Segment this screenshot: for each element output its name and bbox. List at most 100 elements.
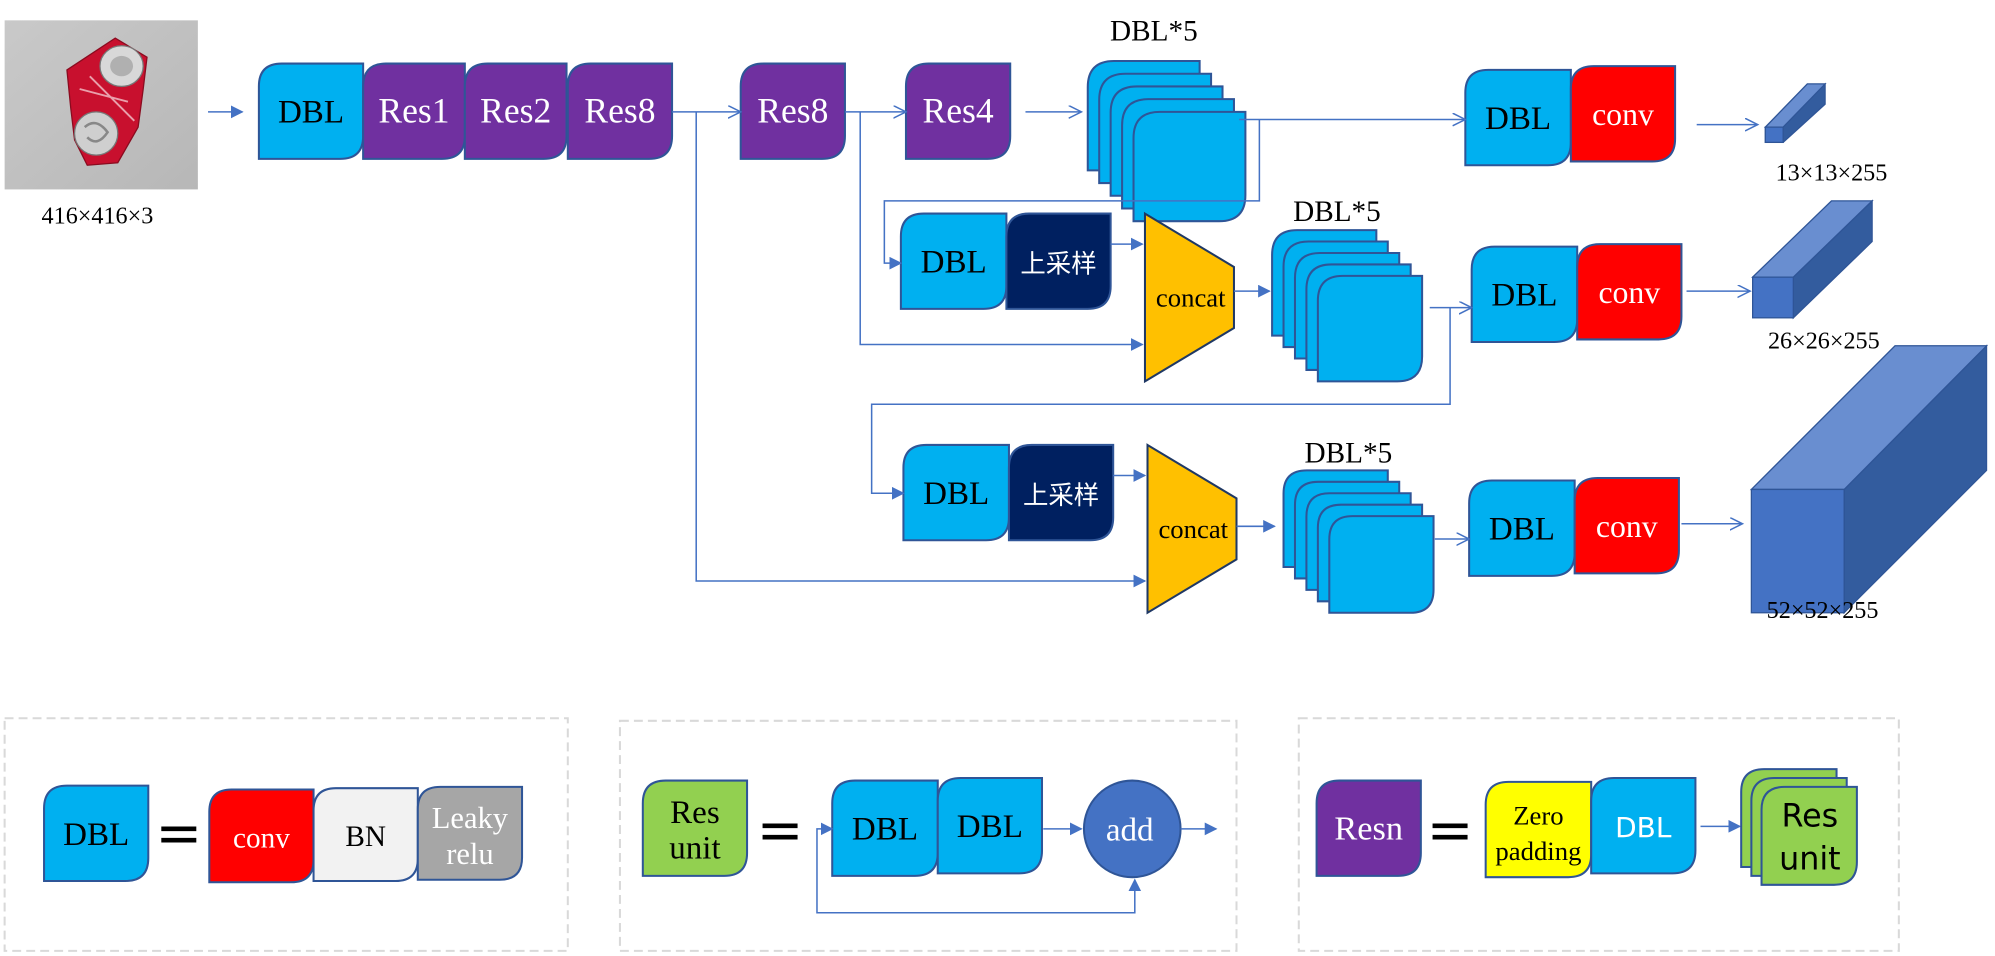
dbl5-stack-2-layer-5-shape <box>1316 274 1424 383</box>
branch1-conv-shape <box>1569 65 1677 163</box>
legend-resunit-stack-label: Res <box>1781 798 1838 834</box>
legend-leaky-relu-label: Leaky <box>432 801 509 835</box>
branch3-upsample-label: 上采样 <box>1023 480 1099 510</box>
output-cube-26 <box>1751 199 1874 320</box>
legend-edge <box>816 878 1142 914</box>
legend-resunit-stack-layer-3-shape <box>1760 785 1858 886</box>
legend-conv: conv <box>208 788 315 884</box>
crushed-can-icon <box>66 37 148 166</box>
branch2-conv-shape <box>1576 243 1683 341</box>
legend-bn-label: BN <box>345 821 386 853</box>
dbl5-label-2: DBL*5 <box>1293 196 1381 228</box>
dbl5-stack-1 <box>1086 60 1247 223</box>
dbl5-stack-3-layer-5 <box>1328 515 1435 614</box>
dbl5-stack-3-layer-5-shape <box>1328 515 1435 614</box>
branch3-dbl: DBL <box>1468 479 1576 577</box>
legend-resunit-label: Res <box>670 795 720 831</box>
output-label-52: 52×52×255 <box>1767 597 1879 624</box>
legend-resunit-dbl-2: DBL <box>936 777 1044 875</box>
branch1-conv: conv <box>1569 65 1677 163</box>
backbone-res8-a: Res8 <box>566 62 674 160</box>
legend-resunit-stack: Res unit <box>1740 768 1858 886</box>
backbone-res8-b-shape <box>739 62 846 160</box>
legend-add-node: add <box>1082 779 1182 879</box>
legend-resn-equals: = <box>1427 798 1474 863</box>
backbone-res2: Res2 <box>463 62 568 160</box>
branch3-conv-shape <box>1573 476 1680 575</box>
legend-leaky-relu-shape <box>416 785 524 881</box>
backbone-res4: Res4 <box>904 62 1012 160</box>
legend-add-label: add <box>1106 812 1154 848</box>
branch3-dbl-up: DBL <box>902 443 1010 542</box>
dbl5-stack-2-layer-5 <box>1316 274 1424 383</box>
branch3-upsample-shape <box>1007 443 1115 542</box>
output-label-13: 13×13×255 <box>1776 160 1888 187</box>
branch3-concat: concat <box>1146 443 1238 615</box>
edges <box>672 112 1758 588</box>
legend-bn: BN <box>312 787 419 883</box>
legend-resunit-stack-label: unit <box>1779 842 1841 878</box>
legend-resn-dbl-shape <box>1590 777 1697 875</box>
dbl5-label-1: DBL*5 <box>1110 16 1198 48</box>
legend-dbl: DBL <box>43 784 150 883</box>
legend-resunit-dbl-1: DBL <box>831 779 939 877</box>
legend-dbl-label: DBL <box>63 817 129 853</box>
backbone-res8-a-shape <box>566 62 674 160</box>
branch3-concat-label: concat <box>1158 514 1228 544</box>
legend-resunit-stack-layer-3: Res unit <box>1760 785 1858 886</box>
dbl5-stack-1-layer-5-shape <box>1132 110 1247 223</box>
backbone-res2-label: Res2 <box>480 91 551 131</box>
output-cube-52 <box>1749 344 1989 615</box>
branch2-dbl-up: DBL <box>899 212 1008 310</box>
legend-leaky-relu-label: relu <box>446 837 493 871</box>
legend-conv-label: conv <box>233 822 290 854</box>
branch2-dbl: DBL <box>1470 245 1579 343</box>
legend-resn-dbl-label: DBL <box>1615 811 1672 844</box>
dbl5-stack-3 <box>1282 469 1435 614</box>
dbl5-label-3: DBL*5 <box>1305 438 1393 470</box>
dbl5-stack-1-layer-5 <box>1132 110 1247 223</box>
branch2-concat: concat <box>1143 211 1235 384</box>
legend-zero-padding: Zero padding <box>1484 780 1593 879</box>
legend-resn-shape <box>1315 779 1422 877</box>
branch1-dbl: DBL <box>1464 68 1572 167</box>
legend-panel-dbl <box>3 717 569 952</box>
branch2-upsample: 上采样 <box>1005 212 1112 310</box>
output-cube-13 <box>1763 82 1827 144</box>
backbone-res8-b-label: Res8 <box>757 91 828 131</box>
branch2-upsample-shape <box>1005 212 1112 310</box>
legend-resunit-dbl-2-shape <box>936 777 1044 875</box>
backbone-res2-shape <box>463 62 568 160</box>
branch1-conv-label: conv <box>1592 97 1654 132</box>
backbone-res1: Res1 <box>362 62 466 160</box>
legend-resunit-dbl-2-label: DBL <box>957 809 1023 845</box>
legend-dbl-shape <box>43 784 150 883</box>
legend-resunit-equals: = <box>757 798 804 863</box>
backbone-dbl: DBL <box>257 62 365 160</box>
dbl5-stack-2 <box>1271 229 1424 383</box>
legend-zero-padding-label: padding <box>1495 836 1581 866</box>
branch3-conv-label: conv <box>1596 509 1658 544</box>
legend-zero-padding-label: Zero <box>1513 800 1563 830</box>
branch3-dbl-up-label: DBL <box>923 476 989 512</box>
branch2-conv: conv <box>1576 243 1683 341</box>
legend-resn-dbl: DBL <box>1590 777 1697 875</box>
branch2-concat-label: concat <box>1156 282 1226 312</box>
legend-resunit-label: unit <box>669 831 720 867</box>
legend-resn-label: Resn <box>1334 810 1403 848</box>
branch3-conv: conv <box>1573 476 1680 575</box>
backbone-res8-b: Res8 <box>739 62 846 160</box>
legend-panel-resunit <box>618 719 1238 952</box>
legend-resunit-dbl-1-label: DBL <box>852 812 918 848</box>
backbone-res4-label: Res4 <box>923 91 994 131</box>
branch2-upsample-label: 上采样 <box>1020 249 1096 279</box>
input-size-label: 416×416×3 <box>42 203 154 230</box>
backbone-res4-shape <box>904 62 1012 160</box>
legend-resn: Resn <box>1315 779 1422 877</box>
branch2-conv-label: conv <box>1598 275 1660 310</box>
branch3-upsample: 上采样 <box>1007 443 1115 542</box>
legend-panel-resn <box>1297 717 1900 952</box>
